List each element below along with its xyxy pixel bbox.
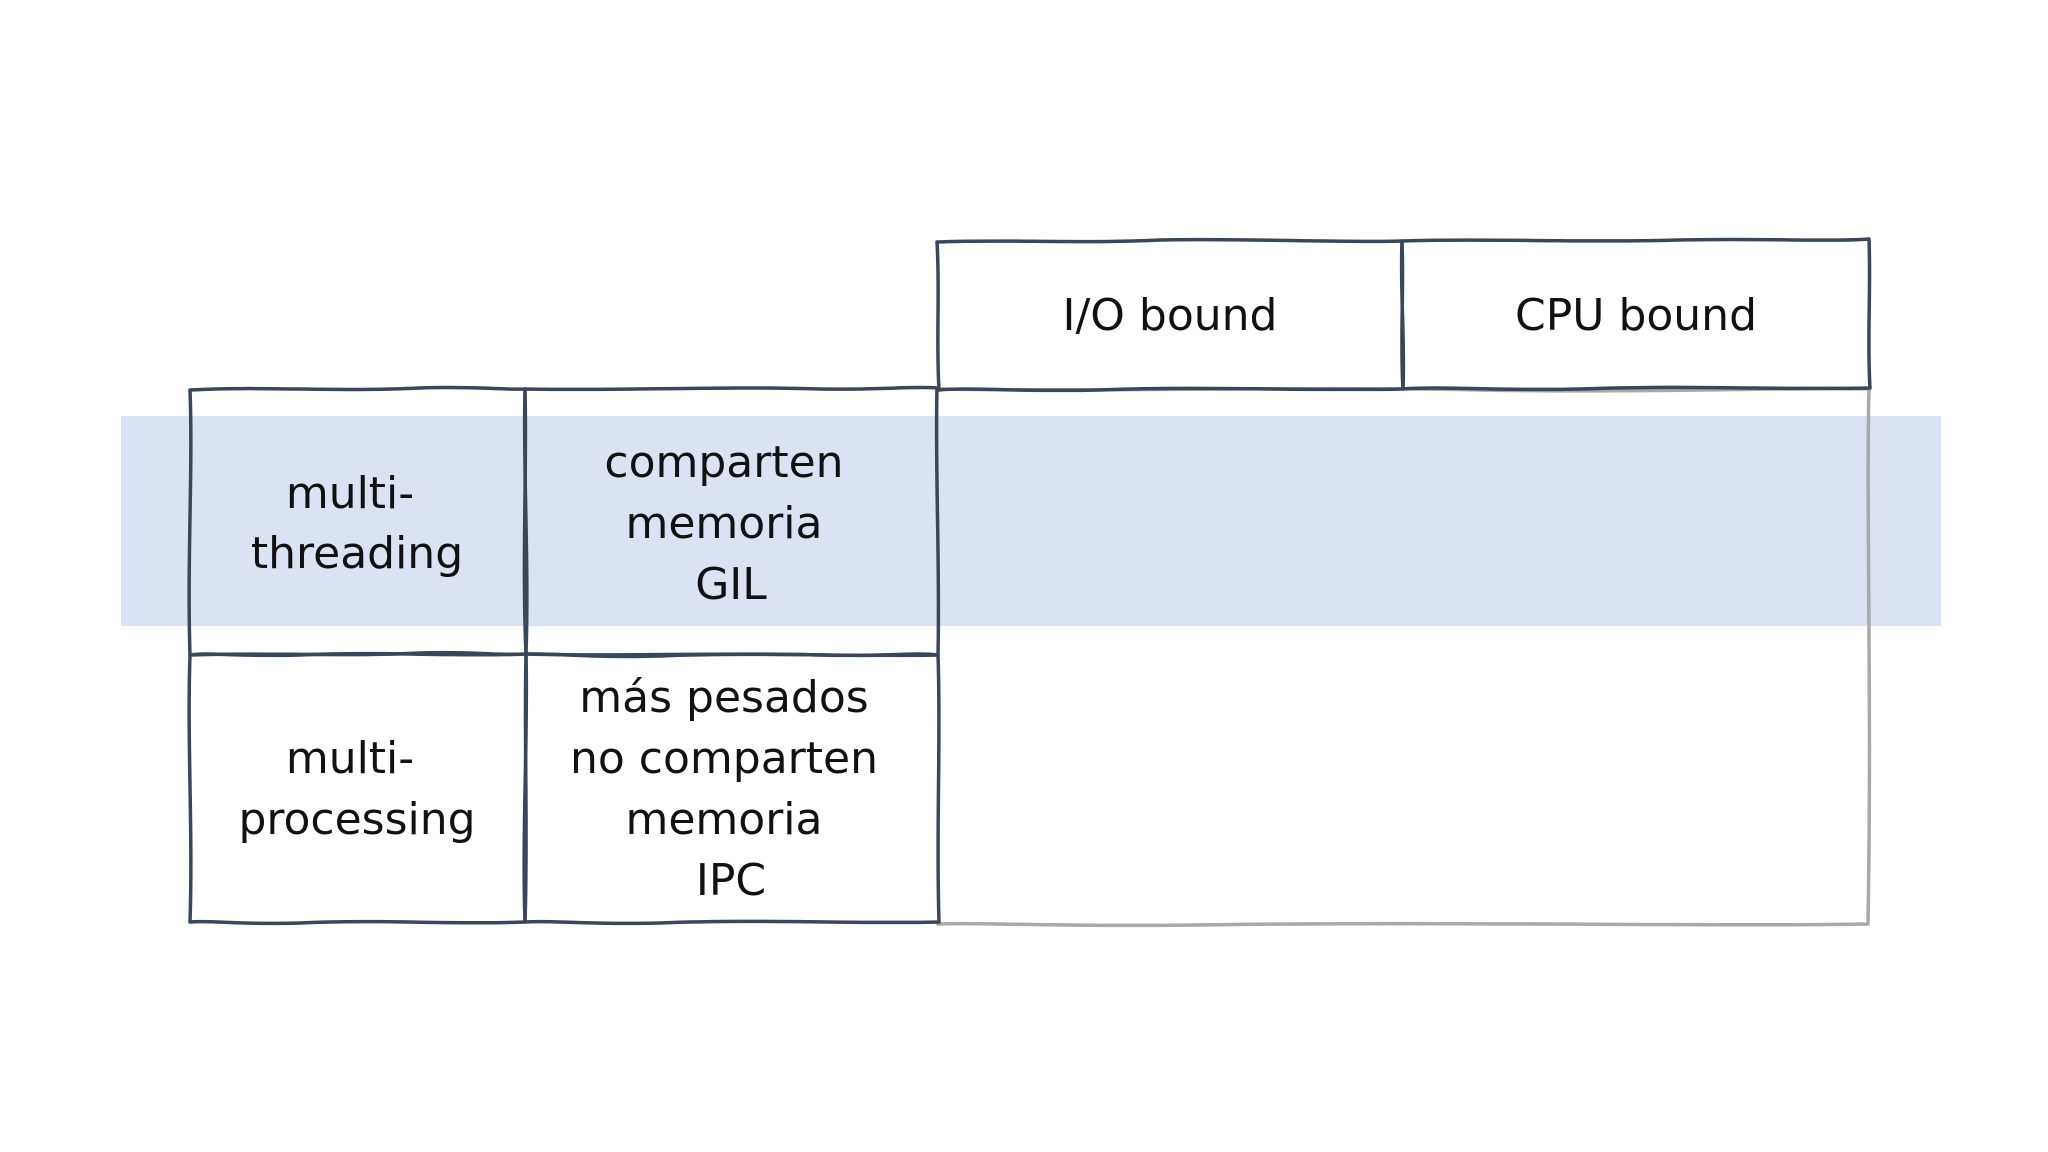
highlight-band-multithreading [121,416,1941,626]
row-multithreading-name: multi- threading [251,468,463,579]
header-label-io-bound: I/O bound [1063,290,1278,341]
header-label-cpu-bound: CPU bound [1515,290,1757,341]
row-multiprocessing-name-frame [187,650,528,926]
header-cell-cpu-bound-frame [1399,237,1872,392]
row-multiprocessing-desc-frame [522,652,941,926]
row-multiprocessing-name: multi- processing [238,733,475,845]
row-multithreading-desc: comparten memoria GIL [604,437,857,610]
row-multiprocessing-desc: más pesados no comparten memoria IPC [570,672,892,906]
